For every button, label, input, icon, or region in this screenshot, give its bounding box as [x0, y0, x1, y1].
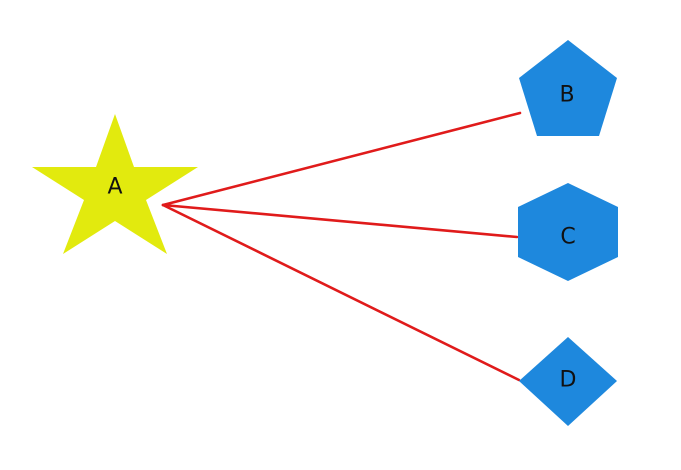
node-b-label: B — [559, 83, 574, 108]
node-c[interactable]: C — [518, 183, 618, 281]
node-d-label: D — [560, 368, 577, 393]
edge-a-c — [161, 203, 519, 239]
node-b[interactable]: B — [519, 40, 617, 136]
edges-layer — [161, 111, 522, 382]
edge-a-d — [161, 203, 521, 382]
node-d[interactable]: D — [519, 337, 617, 426]
node-a-label: A — [107, 175, 122, 200]
edge-a-b — [161, 111, 522, 207]
diamond-shape — [519, 337, 617, 426]
hexagon-shape — [518, 183, 618, 281]
node-a[interactable]: A — [32, 114, 198, 254]
nodes-layer: A B C D — [32, 40, 618, 426]
node-c-label: C — [560, 225, 575, 250]
pentagon-shape — [519, 40, 617, 136]
star-shape — [32, 114, 198, 254]
